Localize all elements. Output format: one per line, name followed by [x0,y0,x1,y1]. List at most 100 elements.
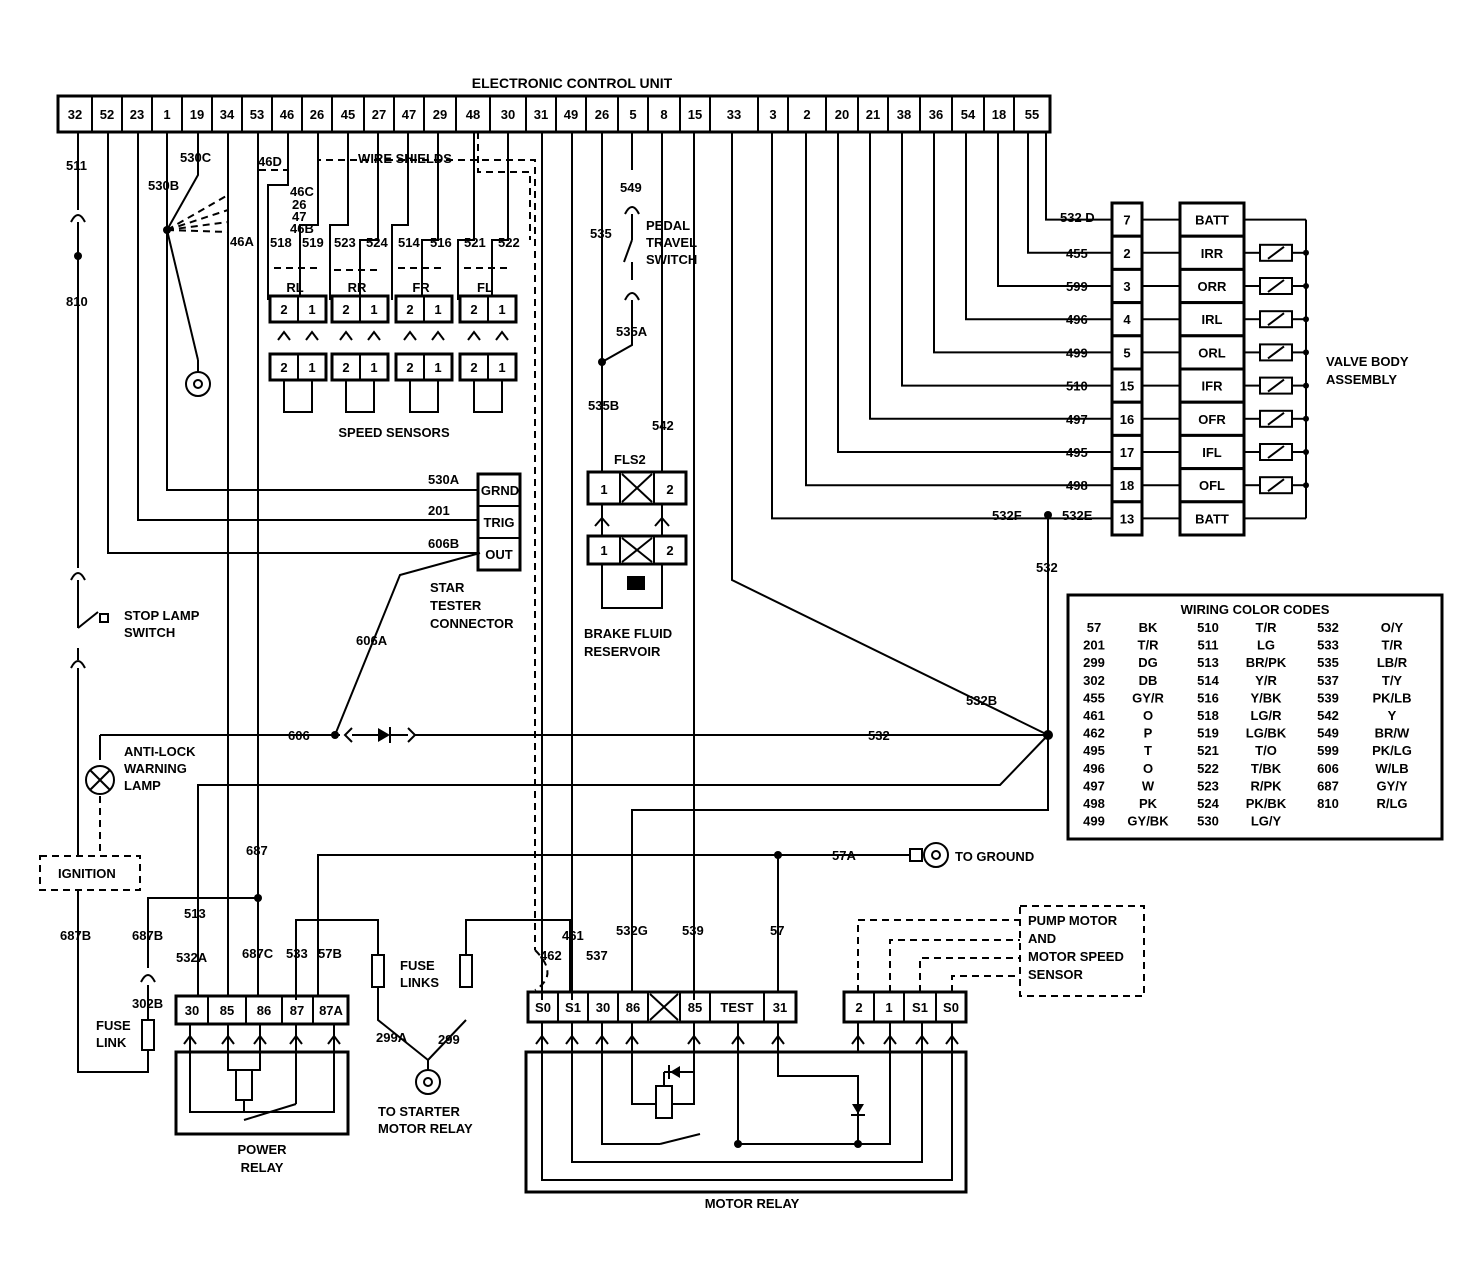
color-code-value: W/LB [1375,761,1408,776]
sensor-pin: 1 [434,360,441,375]
color-code-wire: 499 [1083,814,1105,829]
power-relay-pin-87a: 87A [319,1003,343,1018]
color-code-value: P [1144,726,1153,741]
fuse-links-label-1: FUSE [400,958,435,973]
color-code-value: T [1144,743,1152,758]
color-code-value: PK/LB [1373,690,1412,705]
wire-label-524: 524 [366,235,388,250]
relay-pin-arrows [183,1022,959,1052]
warning-lamp-circuit [39,727,1048,891]
color-code-wire: 537 [1317,673,1339,688]
ecu-pin: 34 [220,107,235,122]
power-relay-feeds [295,919,571,1095]
wire-label-57: 57 [770,923,784,938]
wire-label-687b: 687B [60,928,91,943]
wire-label-201: 201 [428,503,450,518]
wire-label-537: 537 [586,948,608,963]
fuse-links-label-2: LINKS [400,975,439,990]
fls2-pin-2: 2 [666,482,673,497]
sensor-name: FR [412,280,430,295]
color-code-wire: 496 [1083,761,1105,776]
ecu-pin: 55 [1025,107,1039,122]
pump-label-2: AND [1028,931,1056,946]
valve-solenoid-name: IFR [1202,379,1224,394]
star-label-3: CONNECTOR [430,616,514,631]
color-code-value: LG/Y [1251,814,1282,829]
wire-label-514: 514 [398,235,420,250]
ecu-pin: 48 [466,107,480,122]
color-code-wire: 535 [1317,655,1339,670]
wire-label-532g: 532G [616,923,648,938]
wire-label-535: 535 [590,226,612,241]
wire-label-461: 461 [562,928,584,943]
power-relay-pin-85: 85 [220,1003,234,1018]
sensor-pin: 1 [498,302,505,317]
valve-wire-label: 599 [1066,279,1088,294]
color-code-wire: 533 [1317,638,1339,653]
pump-pin: S0 [943,1000,959,1015]
color-code-wire: 606 [1317,761,1339,776]
wire-label-532b: 532B [966,693,997,708]
color-code-value: T/R [1138,638,1160,653]
ecu-pin: 32 [68,107,82,122]
valve-name-cell [1178,500,1246,537]
valve-pin: 5 [1123,345,1130,360]
color-code-wire: 532 [1317,620,1339,635]
power-relay-label-1: POWER [237,1142,287,1157]
stop-lamp-label-2: SWITCH [124,625,175,640]
motor-relay-pin: 31 [773,1000,787,1015]
color-code-value: T/BK [1251,761,1282,776]
color-code-value: PK [1139,796,1158,811]
wire-label-606b: 606B [428,536,459,551]
wire-label-535a: 535A [616,324,648,339]
wire-606A [334,552,481,736]
ecu-pin: 19 [190,107,204,122]
wire-label-57b: 57B [318,946,342,961]
star-pin-grnd: GRND [481,483,519,498]
valve-pin: 17 [1120,445,1134,460]
wire-label-523: 523 [334,235,356,250]
pump-motor-connector [842,905,1145,1024]
ecu-pin: 38 [897,107,911,122]
pump-pin: S1 [912,1000,928,1015]
color-code-value: GY/Y [1376,778,1407,793]
wire-label-522: 522 [498,235,520,250]
sensor-pin: 1 [308,360,315,375]
to-starter-label-2: MOTOR RELAY [378,1121,473,1136]
motor-relay-pin: S1 [565,1000,581,1015]
motor-relay-label: MOTOR RELAY [705,1196,800,1211]
fuse-link-label-2: LINK [96,1035,127,1050]
wire-label-46a: 46A [230,234,254,249]
wire-label-299a: 299A [376,1030,408,1045]
wire-label-810: 810 [66,294,88,309]
pump-label-3: MOTOR SPEED [1028,949,1124,964]
sensor-pin: 1 [498,360,505,375]
valve-solenoid-name: IRR [1201,246,1224,261]
ecu-pin: 53 [250,107,264,122]
fls2-b-pin-2: 2 [666,543,673,558]
color-code-value: Y/R [1255,673,1277,688]
wire-label-532: 532 [868,728,890,743]
color-code-value: T/O [1255,743,1277,758]
color-code-wire: 510 [1197,620,1219,635]
wire-label-539: 539 [682,923,704,938]
color-code-value: Y/BK [1250,690,1282,705]
ecu-title: ELECTRONIC CONTROL UNIT [472,75,673,91]
wire-label-532a: 532A [176,950,208,965]
color-code-wire: 302 [1083,673,1105,688]
valve-name-cell [1178,267,1246,305]
color-code-value: DB [1139,673,1158,688]
ecu-pin: 1 [163,107,170,122]
ecu-pin: 2 [803,107,810,122]
color-code-wire: 513 [1197,655,1219,670]
color-code-wire: 57 [1087,620,1101,635]
color-code-value: T/Y [1382,673,1403,688]
wire-label-532e: 532E [1062,508,1093,523]
valve-pin: 18 [1120,478,1134,493]
color-code-wire: 810 [1317,796,1339,811]
valve-solenoid-name: BATT [1195,213,1229,228]
pump-label-1: PUMP MOTOR [1028,913,1118,928]
